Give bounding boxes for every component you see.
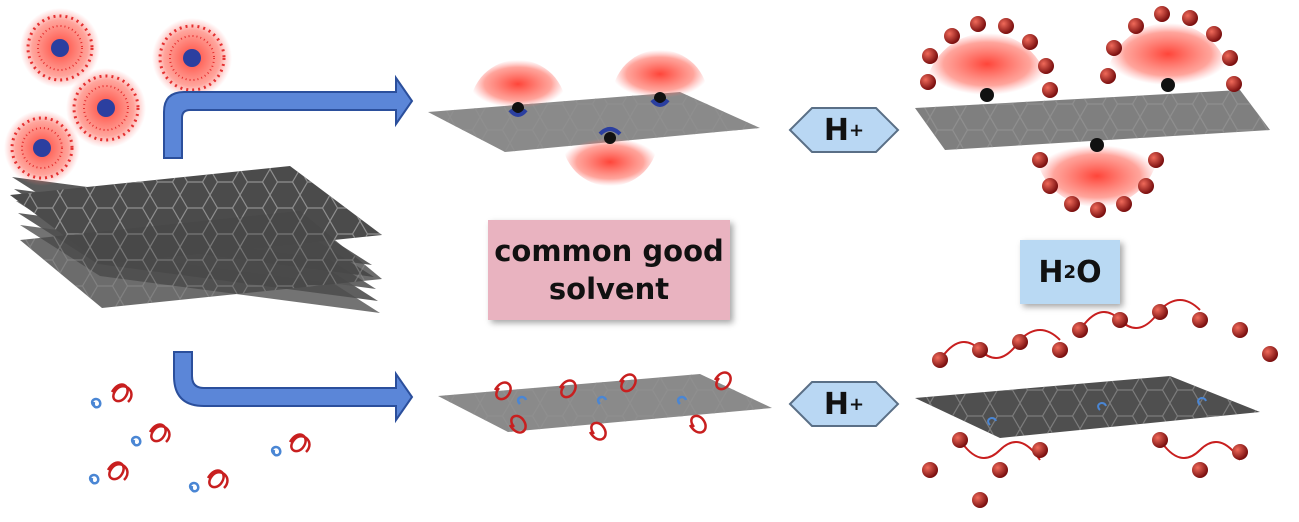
charged-micelles-on-graphene xyxy=(915,6,1270,218)
micelle xyxy=(66,68,146,148)
proton-h-top: H xyxy=(823,112,849,148)
water-o: O xyxy=(1076,254,1102,290)
graphite-stack xyxy=(10,166,382,313)
water-h: H xyxy=(1038,254,1064,290)
proton-h-bottom: H xyxy=(823,386,849,422)
micelle xyxy=(4,110,80,186)
solvent-line-2: solvent xyxy=(548,272,670,306)
micelle xyxy=(20,8,100,88)
proton-plus-top: + xyxy=(849,119,865,141)
unimer-coil xyxy=(270,433,311,457)
common-good-solvent-label: common good solvent xyxy=(488,220,730,320)
bottom-process-arrow xyxy=(173,351,414,424)
graphene-with-unimers xyxy=(438,371,772,441)
unimer-coil xyxy=(90,383,133,409)
proton-label-top: H+ xyxy=(812,112,876,148)
proton-label-bottom: H+ xyxy=(812,386,876,422)
micelle xyxy=(152,18,232,98)
proton-plus-bottom: + xyxy=(849,393,865,415)
unimer-coil xyxy=(188,469,229,493)
unimer-coil xyxy=(130,423,171,447)
water-sub: 2 xyxy=(1063,261,1077,283)
proton-arrow-top xyxy=(788,107,900,153)
solvent-line-1: common good xyxy=(494,234,724,268)
unimer-coil xyxy=(88,461,129,485)
micelle-group xyxy=(4,8,232,186)
charged-unimers-on-graphene xyxy=(915,299,1278,508)
top-process-arrow xyxy=(163,74,414,159)
proton-arrow-bottom xyxy=(788,381,900,427)
unimer-coils xyxy=(88,383,311,493)
graphene-with-micelles xyxy=(428,50,760,186)
